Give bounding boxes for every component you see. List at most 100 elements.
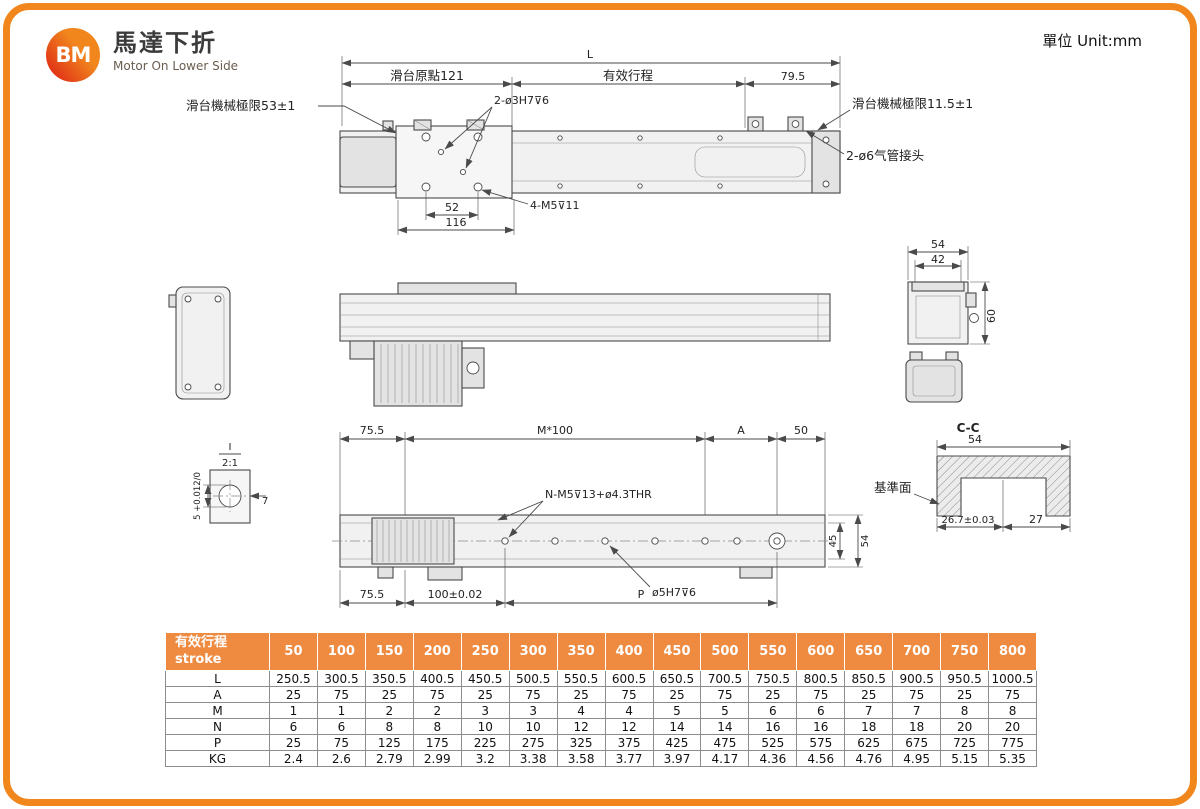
table-cell: 4.17 (700, 750, 750, 767)
table-cell: 25 (844, 686, 894, 703)
table-cell: 8 (988, 702, 1037, 719)
table-cell: 5.35 (988, 750, 1037, 767)
table-cell: 75 (700, 686, 750, 703)
table-cell: 725 (940, 734, 990, 751)
stroke-column-header: 200 (412, 632, 462, 671)
dim-116-label: 116 (446, 216, 467, 229)
table-cell: 4 (556, 702, 606, 719)
section-view: C-C 54 基準面 26.7±0.03 27 (874, 421, 1071, 532)
dim-pitch-label: M*100 (537, 424, 573, 437)
table-cell: 75 (604, 686, 654, 703)
pin-hole-label: ø5H7⊽6 (652, 586, 696, 599)
dowel-holes-label: 2-ø3H7⊽6 (494, 94, 549, 107)
table-cell: 275 (508, 734, 558, 751)
table-cell: 2.6 (316, 750, 366, 767)
table-cell: 8 (940, 702, 990, 719)
table-cell: 400.5 (412, 670, 462, 687)
table-cell: 14 (652, 718, 702, 735)
table-cell: 4.76 (844, 750, 894, 767)
table-cell: 750.5 (748, 670, 798, 687)
table-cell: 20 (940, 718, 990, 735)
table-cell: 75 (316, 686, 366, 703)
stroke-column-header: 50 (269, 632, 318, 671)
table-cell: 3 (508, 702, 558, 719)
dim-26-7-label: 26.7±0.03 (942, 515, 995, 526)
table-cell: 425 (652, 734, 702, 751)
stroke-column-header: 350 (556, 632, 606, 671)
table-cell: 3.38 (508, 750, 558, 767)
stroke-column-header: 650 (844, 632, 894, 671)
logo-monogram: BM (55, 43, 92, 67)
dim-42-label: 42 (931, 253, 945, 266)
table-cell: 700.5 (700, 670, 750, 687)
stroke-column-header: 700 (892, 632, 942, 671)
dim-stroke-label: 有效行程 (603, 68, 654, 83)
table-cell: 25 (269, 686, 318, 703)
table-cell: 25 (364, 686, 414, 703)
dim-45-label: 45 (828, 535, 839, 548)
brand-header: BM 馬達下折 Motor On Lower Side (46, 28, 238, 82)
motor-end-body (175, 286, 231, 400)
stroke-column-header: 600 (796, 632, 846, 671)
stroke-header-en: stroke (175, 651, 222, 667)
n-holes-label: N-M5⊽13+ø4.3THR (545, 488, 652, 501)
table-cell: 575 (796, 734, 846, 751)
table-cell: 350.5 (364, 670, 414, 687)
stroke-column-header: 100 (316, 632, 366, 671)
title-block: 馬達下折 Motor On Lower Side (113, 28, 239, 74)
table-cell: 900.5 (892, 670, 942, 687)
table-cell: 12 (604, 718, 654, 735)
dim-P-label: P (638, 588, 645, 601)
stroke-column-header: 550 (748, 632, 798, 671)
table-cell: 8 (364, 718, 414, 735)
side-view (339, 282, 831, 407)
table-cell: 16 (748, 718, 798, 735)
table-cell: 2.99 (412, 750, 462, 767)
stroke-column-header: 450 (652, 632, 702, 671)
table-cell: 6 (796, 702, 846, 719)
stroke-column-header: 400 (604, 632, 654, 671)
stroke-column-header: 150 (364, 632, 414, 671)
m5-holes-label: 4-M5⊽11 (530, 199, 580, 212)
top-view: L 滑台原點121 有效行程 79.5 滑台機械極限53±1 2-ø3H7⊽6 … (186, 48, 973, 235)
table-cell: 75 (508, 686, 558, 703)
table-cell: 75 (412, 686, 462, 703)
page-subtitle: Motor On Lower Side (113, 59, 239, 74)
table-cell: 3.97 (652, 750, 702, 767)
table-cell: 7 (892, 702, 942, 719)
table-cell: 175 (412, 734, 462, 751)
table-cell: 1 (269, 702, 318, 719)
table-cell: 75 (988, 686, 1037, 703)
table-cell: 625 (844, 734, 894, 751)
table-cell: 225 (460, 734, 510, 751)
limit-left-label: 滑台機械極限53±1 (186, 98, 295, 113)
table-cell: 4.36 (748, 750, 798, 767)
dim-79-5-label: 79.5 (781, 70, 806, 83)
table-cell: 250.5 (269, 670, 318, 687)
left-end-view (168, 286, 231, 400)
table-cell: 10 (460, 718, 510, 735)
table-cell: 2.4 (269, 750, 318, 767)
table-cell: 375 (604, 734, 654, 751)
table-cell: 300.5 (316, 670, 366, 687)
table-cell: 16 (796, 718, 846, 735)
table-cell: 325 (556, 734, 606, 751)
bottom-view: 75.5 M*100 A 50 N-M5⊽13+ø4.3THR ø5H7⊽6 (332, 424, 871, 608)
row-label: L (165, 670, 270, 687)
stroke-column-header: 250 (460, 632, 510, 671)
table-cell: 5.15 (940, 750, 990, 767)
right-end-view: 54 42 60 (905, 238, 998, 403)
row-label: KG (165, 750, 270, 767)
page-title: 馬達下折 (113, 29, 217, 57)
dim-100-label: 100±0.02 (428, 588, 483, 601)
detail-callout-label: I (229, 442, 232, 453)
table-cell: 6 (748, 702, 798, 719)
stroke-column-header: 800 (988, 632, 1037, 671)
dim-origin-label: 滑台原點121 (390, 68, 464, 83)
table-cell: 1 (316, 702, 366, 719)
